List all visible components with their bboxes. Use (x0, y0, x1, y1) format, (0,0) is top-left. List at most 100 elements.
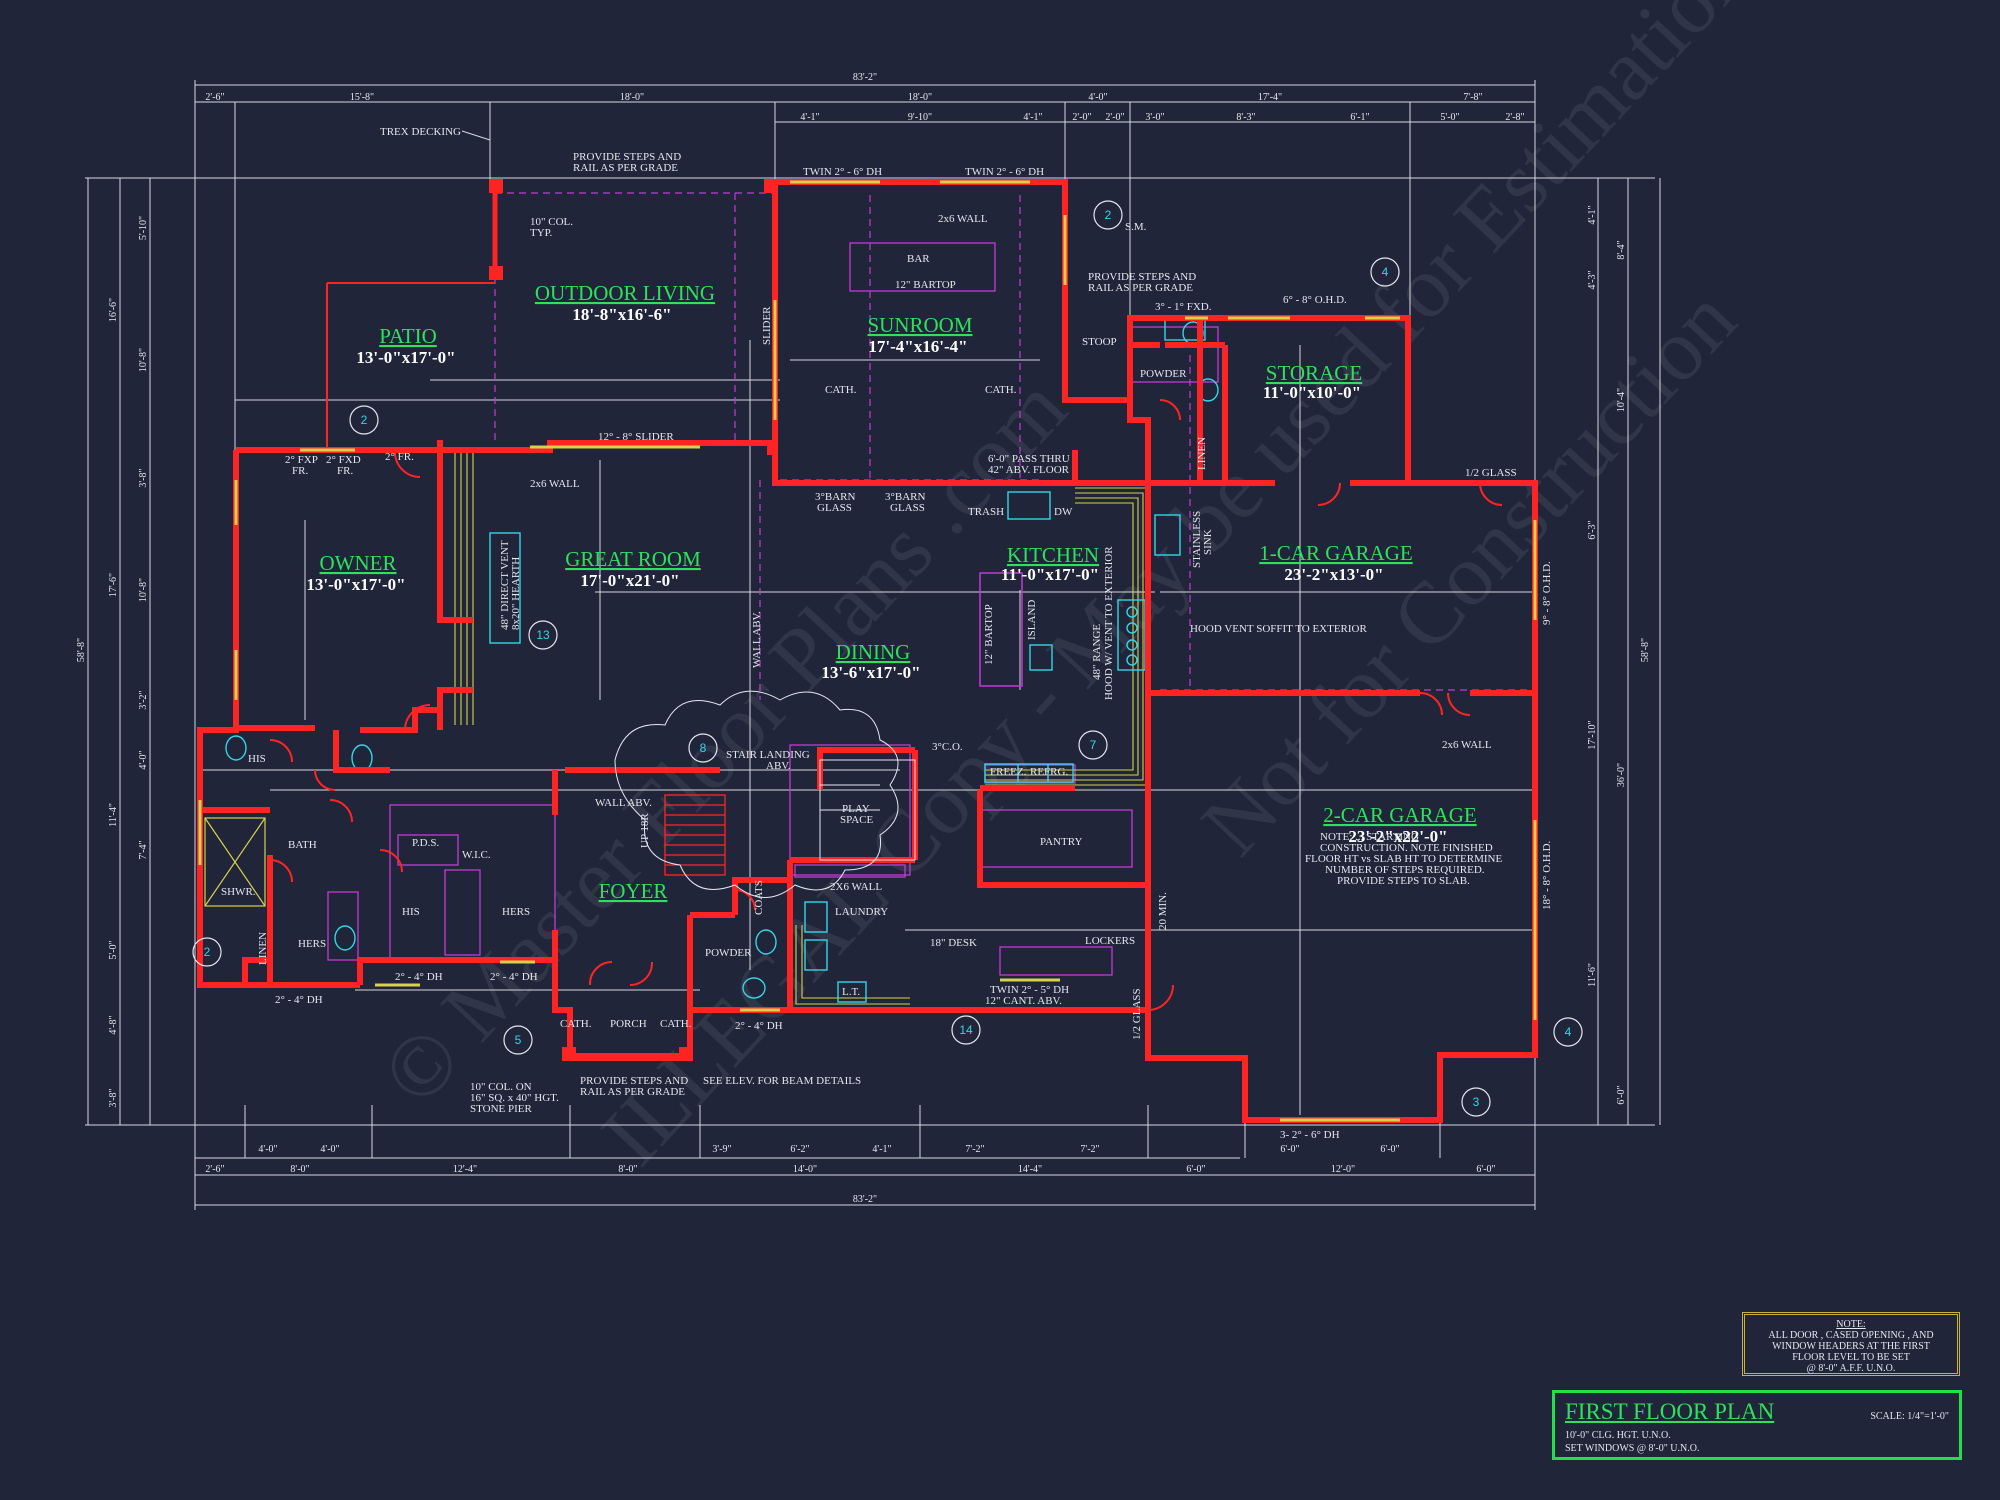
dim: 9'-10" (908, 112, 932, 123)
coats-label: COATS (753, 880, 765, 915)
hers-closet-label: HERS (502, 906, 530, 918)
dim: 5'-0" (108, 940, 119, 959)
slider-label-vertical: SLIDER (761, 306, 773, 345)
dim: 17'-6" (108, 573, 119, 597)
room-size-great-room: 17'-0"x21'-0" (580, 571, 679, 590)
refrigerator-label: REFRG. (1030, 766, 1068, 778)
room-name-owner: OWNER (320, 551, 397, 575)
note-line: ALL DOOR , CASED OPENING , AND (1768, 1330, 1934, 1341)
garage-note: NOTE: ... STARTING (1320, 831, 1419, 843)
window-tag-2: FR. (337, 465, 353, 477)
stainless-sink-label: STAINLESS (1191, 511, 1203, 568)
steps-note-right-2: RAIL AS PER GRADE (1088, 282, 1193, 294)
dim: 11'-4" (108, 803, 119, 827)
stoop-label: STOOP (1082, 336, 1117, 348)
porch-label: PORCH (610, 1018, 647, 1030)
steps-note-top: PROVIDE STEPS AND (573, 151, 681, 163)
dim: 4'-8" (108, 1015, 119, 1034)
dim: 11'-6" (1587, 963, 1598, 987)
ohd-tag: 18° - 8° O.H.D. (1541, 840, 1553, 910)
hers-bath-label: HERS (298, 938, 326, 950)
garage-note-4: NUMBER OF STEPS REQUIRED. (1325, 864, 1485, 876)
range-label: 48" RANGE (1091, 624, 1103, 680)
fixtures (327, 242, 1219, 976)
dim: 18'-0" (620, 92, 644, 103)
pantry-label: PANTRY (1040, 836, 1082, 848)
window-tag-2: FR. (292, 465, 308, 477)
dim: 10'-8" (138, 578, 149, 602)
dim: 2'-6" (205, 1164, 224, 1175)
dim: 8'-3" (1236, 112, 1255, 123)
pass-thru-label: 6'-0" PASS THRU (988, 453, 1070, 465)
cath-label: CATH. (560, 1018, 592, 1030)
cath-label: CATH. (985, 384, 1017, 396)
lockers-label: LOCKERS (1085, 935, 1135, 947)
room-name-1-car-garage: 1-CAR GARAGE (1259, 541, 1412, 565)
stainless-sink-label-2: SINK (1202, 529, 1214, 555)
dim-overall-top: 83'-2" (853, 72, 877, 83)
note-line: FLOOR LEVEL TO BE SET (1792, 1352, 1910, 1363)
plumbing-fixtures (225, 319, 1219, 1003)
dim: 8'-0" (290, 1164, 309, 1175)
section-tag: 3 (1473, 1095, 1480, 1109)
room-size-dining: 13'-6"x17'-0" (821, 663, 920, 682)
room-size-patio: 13'-0"x17'-0" (356, 348, 455, 367)
dim: 7'-2" (965, 1144, 984, 1155)
dimension-text: 83'-2" 83'-2" 2'-6" 15'-8" 18'-0" 18'-0"… (76, 72, 1651, 1205)
pass-thru-label-2: 42" ABV. FLOOR (988, 464, 1070, 476)
room-name-kitchen: KITCHEN (1007, 543, 1099, 567)
dim: 3'-9" (712, 1144, 731, 1155)
dim: 6'-0" (1380, 1144, 1399, 1155)
section-tag: 2 (361, 413, 368, 427)
steps-note-top-2: RAIL AS PER GRADE (573, 162, 678, 174)
dim: 17'-10" (1587, 720, 1598, 749)
garage-note-2: CONSTRUCTION. NOTE FINISHED (1320, 842, 1493, 854)
wall-note: 2x6 WALL (938, 213, 988, 225)
dim: 5'-0" (1440, 112, 1459, 123)
trex-decking-label: TREX DECKING (380, 126, 461, 138)
wall-note: 2X6 WALL (830, 881, 882, 893)
room-name-sunroom: SUNROOM (867, 313, 972, 337)
sm-label: S.M. (1125, 221, 1147, 233)
wic-label: W.I.C. (462, 849, 491, 861)
dim: 4'-1" (1587, 205, 1598, 224)
window-tag: 2° - 4° DH (490, 971, 538, 983)
windows (198, 180, 1537, 1122)
garage-note-3: FLOOR HT vs SLAB HT TO DETERMINE (1305, 853, 1502, 865)
header-note-box: NOTE: ALL DOOR , CASED OPENING , AND WIN… (1742, 1312, 1960, 1376)
dim: 3'-2" (138, 690, 149, 709)
dim: 6'-1" (1350, 112, 1369, 123)
section-tag: 13 (536, 628, 550, 642)
trash-label: TRASH (968, 506, 1004, 518)
dim: 4'-3" (1587, 270, 1598, 289)
laundry-tub-label: L.T. (842, 986, 860, 998)
dim: 16'-6" (108, 298, 119, 322)
stair-landing-label-2: ABV. (766, 760, 791, 772)
room-size-1-car-garage: 23'-2"x13'-0" (1284, 565, 1383, 584)
section-tag: 4 (1382, 265, 1389, 279)
half-glass-label: 1/2 GLASS (1131, 988, 1143, 1040)
window-tag: 2° - 4° DH (275, 994, 323, 1006)
dim-overall-left: 58'-8" (76, 638, 87, 662)
window-tag: 2° - 4° DH (395, 971, 443, 983)
dim: 14'-4" (1018, 1164, 1042, 1175)
hood-soffit-label: HOOD VENT SOFFIT TO EXTERIOR (1190, 623, 1367, 635)
dim: 4'-0" (138, 750, 149, 769)
range-label-2: HOOD W/ VENT TO EXTERIOR (1103, 546, 1115, 700)
desk-label: 18" DESK (930, 937, 977, 949)
drawing-title: FIRST FLOOR PLAN (1565, 1399, 1775, 1424)
window-tag: 3- 2° - 6° DH (1280, 1129, 1340, 1141)
dim: 7'-4" (138, 840, 149, 859)
column-pier-note-2: 16" SQ. x 40" HGT. (470, 1092, 559, 1104)
dim: 6'-0" (1616, 1085, 1627, 1104)
room-size-storage: 11'-0"x10'-0" (1263, 383, 1361, 402)
room-labels: OUTDOOR LIVING 18'-8"x16'-6" PATIO 13'-0… (306, 281, 1476, 903)
fireplace-label-2: 8x20" HEARTH (510, 557, 522, 630)
wall-note: 2x6 WALL (1442, 739, 1492, 751)
stair-landing-label: STAIR LANDING (726, 749, 810, 761)
garage-note-5: PROVIDE STEPS TO SLAB. (1337, 875, 1470, 887)
his-bath-label: HIS (248, 753, 266, 765)
dim: 14'-0" (793, 1164, 817, 1175)
barn-door-label-2: GLASS (817, 502, 852, 514)
dim: 3'-8" (138, 468, 149, 487)
